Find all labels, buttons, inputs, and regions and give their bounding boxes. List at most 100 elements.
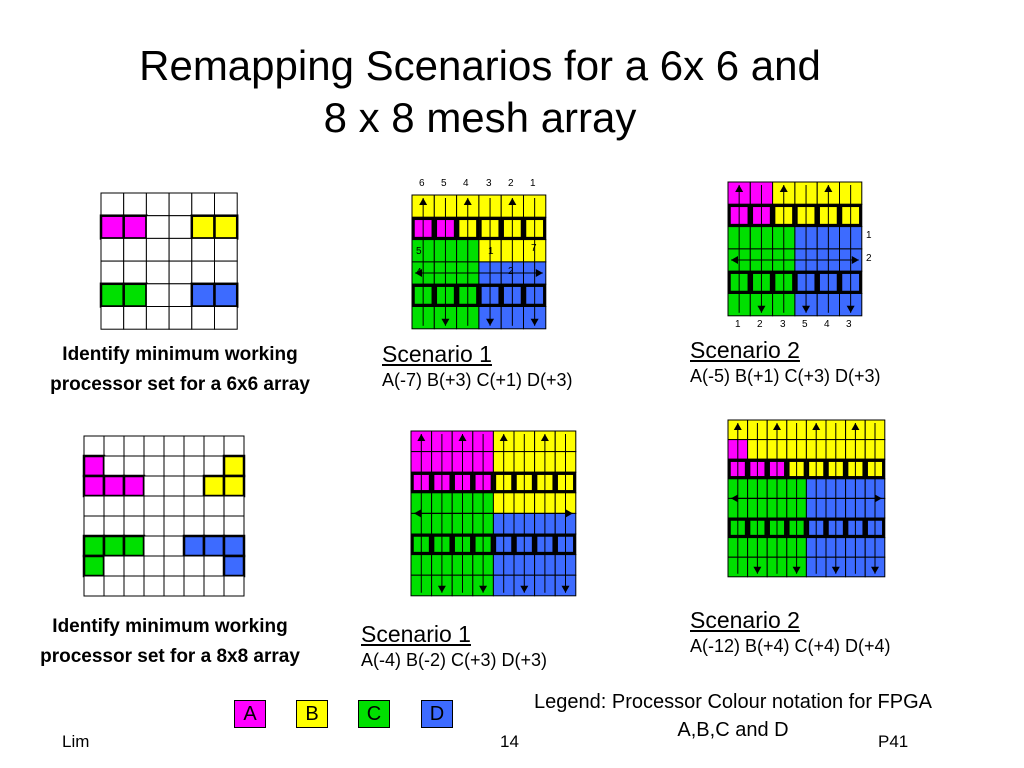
processor-cell-a <box>433 216 458 241</box>
spare-processor-outline <box>434 217 457 240</box>
spare-processor-outline <box>534 534 555 555</box>
processor-cell-c <box>749 270 774 295</box>
remap-arrow-icon <box>735 185 744 192</box>
empty-processor-cell <box>123 495 145 517</box>
inner-label: 4 <box>416 267 422 278</box>
processor-cell-d <box>534 533 556 556</box>
spare-processor-outline <box>787 518 807 538</box>
spare-processor-outline <box>555 534 576 555</box>
remap-arrow-icon <box>565 509 573 518</box>
processor-cell-b <box>864 458 886 480</box>
processor-cell-c <box>747 497 768 519</box>
empty-processor-cell <box>123 306 147 330</box>
scenario-6x6-1-text: Scenario 1 A(-7) B(+3) C(+1) D(+3) <box>382 340 573 392</box>
processor-cell-c <box>727 226 751 250</box>
empty-processor-cell <box>143 535 165 557</box>
processor-cell-b <box>554 492 577 514</box>
processor-cell-d <box>825 556 847 578</box>
processor-cell-b <box>845 439 866 460</box>
processor-cell-c <box>749 293 774 317</box>
processor-cell-a <box>82 454 106 478</box>
processor-cell-b <box>513 471 536 494</box>
processor-cell-d <box>805 556 827 578</box>
spare-processor-outline <box>787 459 807 479</box>
legend-swatch-c: C <box>358 700 390 728</box>
empty-processor-cell <box>203 575 225 597</box>
empty-processor-cell <box>168 237 193 262</box>
remap-arrow-icon <box>757 305 766 313</box>
empty-processor-cell <box>168 260 193 285</box>
spare-processor-outline <box>411 534 432 555</box>
remap-arrow-icon <box>520 585 529 593</box>
processor-cell-b <box>805 439 827 460</box>
remap-arrow-icon <box>419 198 428 205</box>
processor-cell-d <box>845 478 866 499</box>
processor-cell-c <box>747 517 768 539</box>
processor-cell-c <box>727 517 749 539</box>
processor-cell-a <box>472 471 494 494</box>
processor-cell-d <box>794 293 818 317</box>
processor-cell-d <box>554 533 577 556</box>
processor-cell-c <box>451 574 474 597</box>
processor-cell-c <box>772 226 796 250</box>
processor-cell-c <box>749 248 774 272</box>
empty-processor-cell <box>163 435 185 457</box>
processor-cell-c <box>451 512 474 535</box>
empty-processor-cell <box>183 555 205 577</box>
processor-cell-d <box>845 497 866 519</box>
processor-cell-d <box>478 283 502 308</box>
processor-cell-d <box>845 517 866 539</box>
empty-processor-cell <box>143 515 165 537</box>
empty-processor-cell <box>163 515 185 537</box>
processor-cell-b <box>825 439 847 460</box>
processor-cell-d <box>794 226 818 250</box>
empty-processor-cell <box>123 237 147 262</box>
spare-processor-outline <box>839 204 862 227</box>
scenario-6x6-2-bottom-labels: 1 2 3 5 4 3 <box>728 319 862 331</box>
processor-cell-d <box>825 537 847 558</box>
processor-cell-d <box>478 306 502 330</box>
slide-title-line1: Remapping Scenarios for a 6x 6 and <box>139 42 821 89</box>
legend-text: Legend: Processor Colour notation for FP… <box>463 688 1003 744</box>
processor-cell-c <box>727 556 749 578</box>
processor-cell-d <box>794 248 818 272</box>
processor-cell-c <box>431 512 453 535</box>
processor-cell-c <box>772 270 796 295</box>
processor-cell-a <box>82 474 106 498</box>
empty-processor-cell <box>103 575 125 597</box>
empty-processor-cell <box>183 495 205 517</box>
processor-cell-c <box>410 492 433 514</box>
spare-processor-outline <box>747 459 767 479</box>
inner-label: 2 <box>508 266 514 277</box>
remap-arrow-icon <box>417 434 426 441</box>
empty-processor-cell <box>145 192 170 217</box>
processor-cell-b <box>523 194 547 218</box>
processor-cell-b <box>500 216 525 241</box>
spare-processor-outline <box>452 472 473 493</box>
spare-processor-outline <box>501 284 524 307</box>
caption-8x8: Identify minimum working processor set f… <box>0 612 340 672</box>
processor-cell-d <box>864 556 886 578</box>
spare-processor-outline <box>795 271 817 294</box>
spare-processor-outline <box>452 534 473 555</box>
processor-cell-a <box>411 216 435 241</box>
processor-cell-a <box>749 203 774 228</box>
inner-label: 1 <box>488 246 494 257</box>
processor-cell-a <box>727 181 751 205</box>
caption-6x6: Identify minimum working processor set f… <box>10 340 350 400</box>
empty-processor-cell <box>183 575 205 597</box>
processor-cell-d <box>839 248 863 272</box>
spare-processor-outline <box>456 217 479 240</box>
empty-processor-cell <box>183 515 205 537</box>
processor-cell-c <box>766 478 788 499</box>
processor-cell-b <box>523 216 547 241</box>
processor-cell-d <box>816 293 841 317</box>
remap-arrow-icon <box>731 494 738 503</box>
processor-cell-c <box>786 537 807 558</box>
spare-processor-outline <box>845 459 865 479</box>
remap-arrow-icon <box>458 434 467 441</box>
processor-cell-c <box>431 533 453 556</box>
spare-processor-outline <box>555 472 576 493</box>
remap-arrow-icon <box>779 185 788 192</box>
spare-processor-outline <box>826 518 846 538</box>
